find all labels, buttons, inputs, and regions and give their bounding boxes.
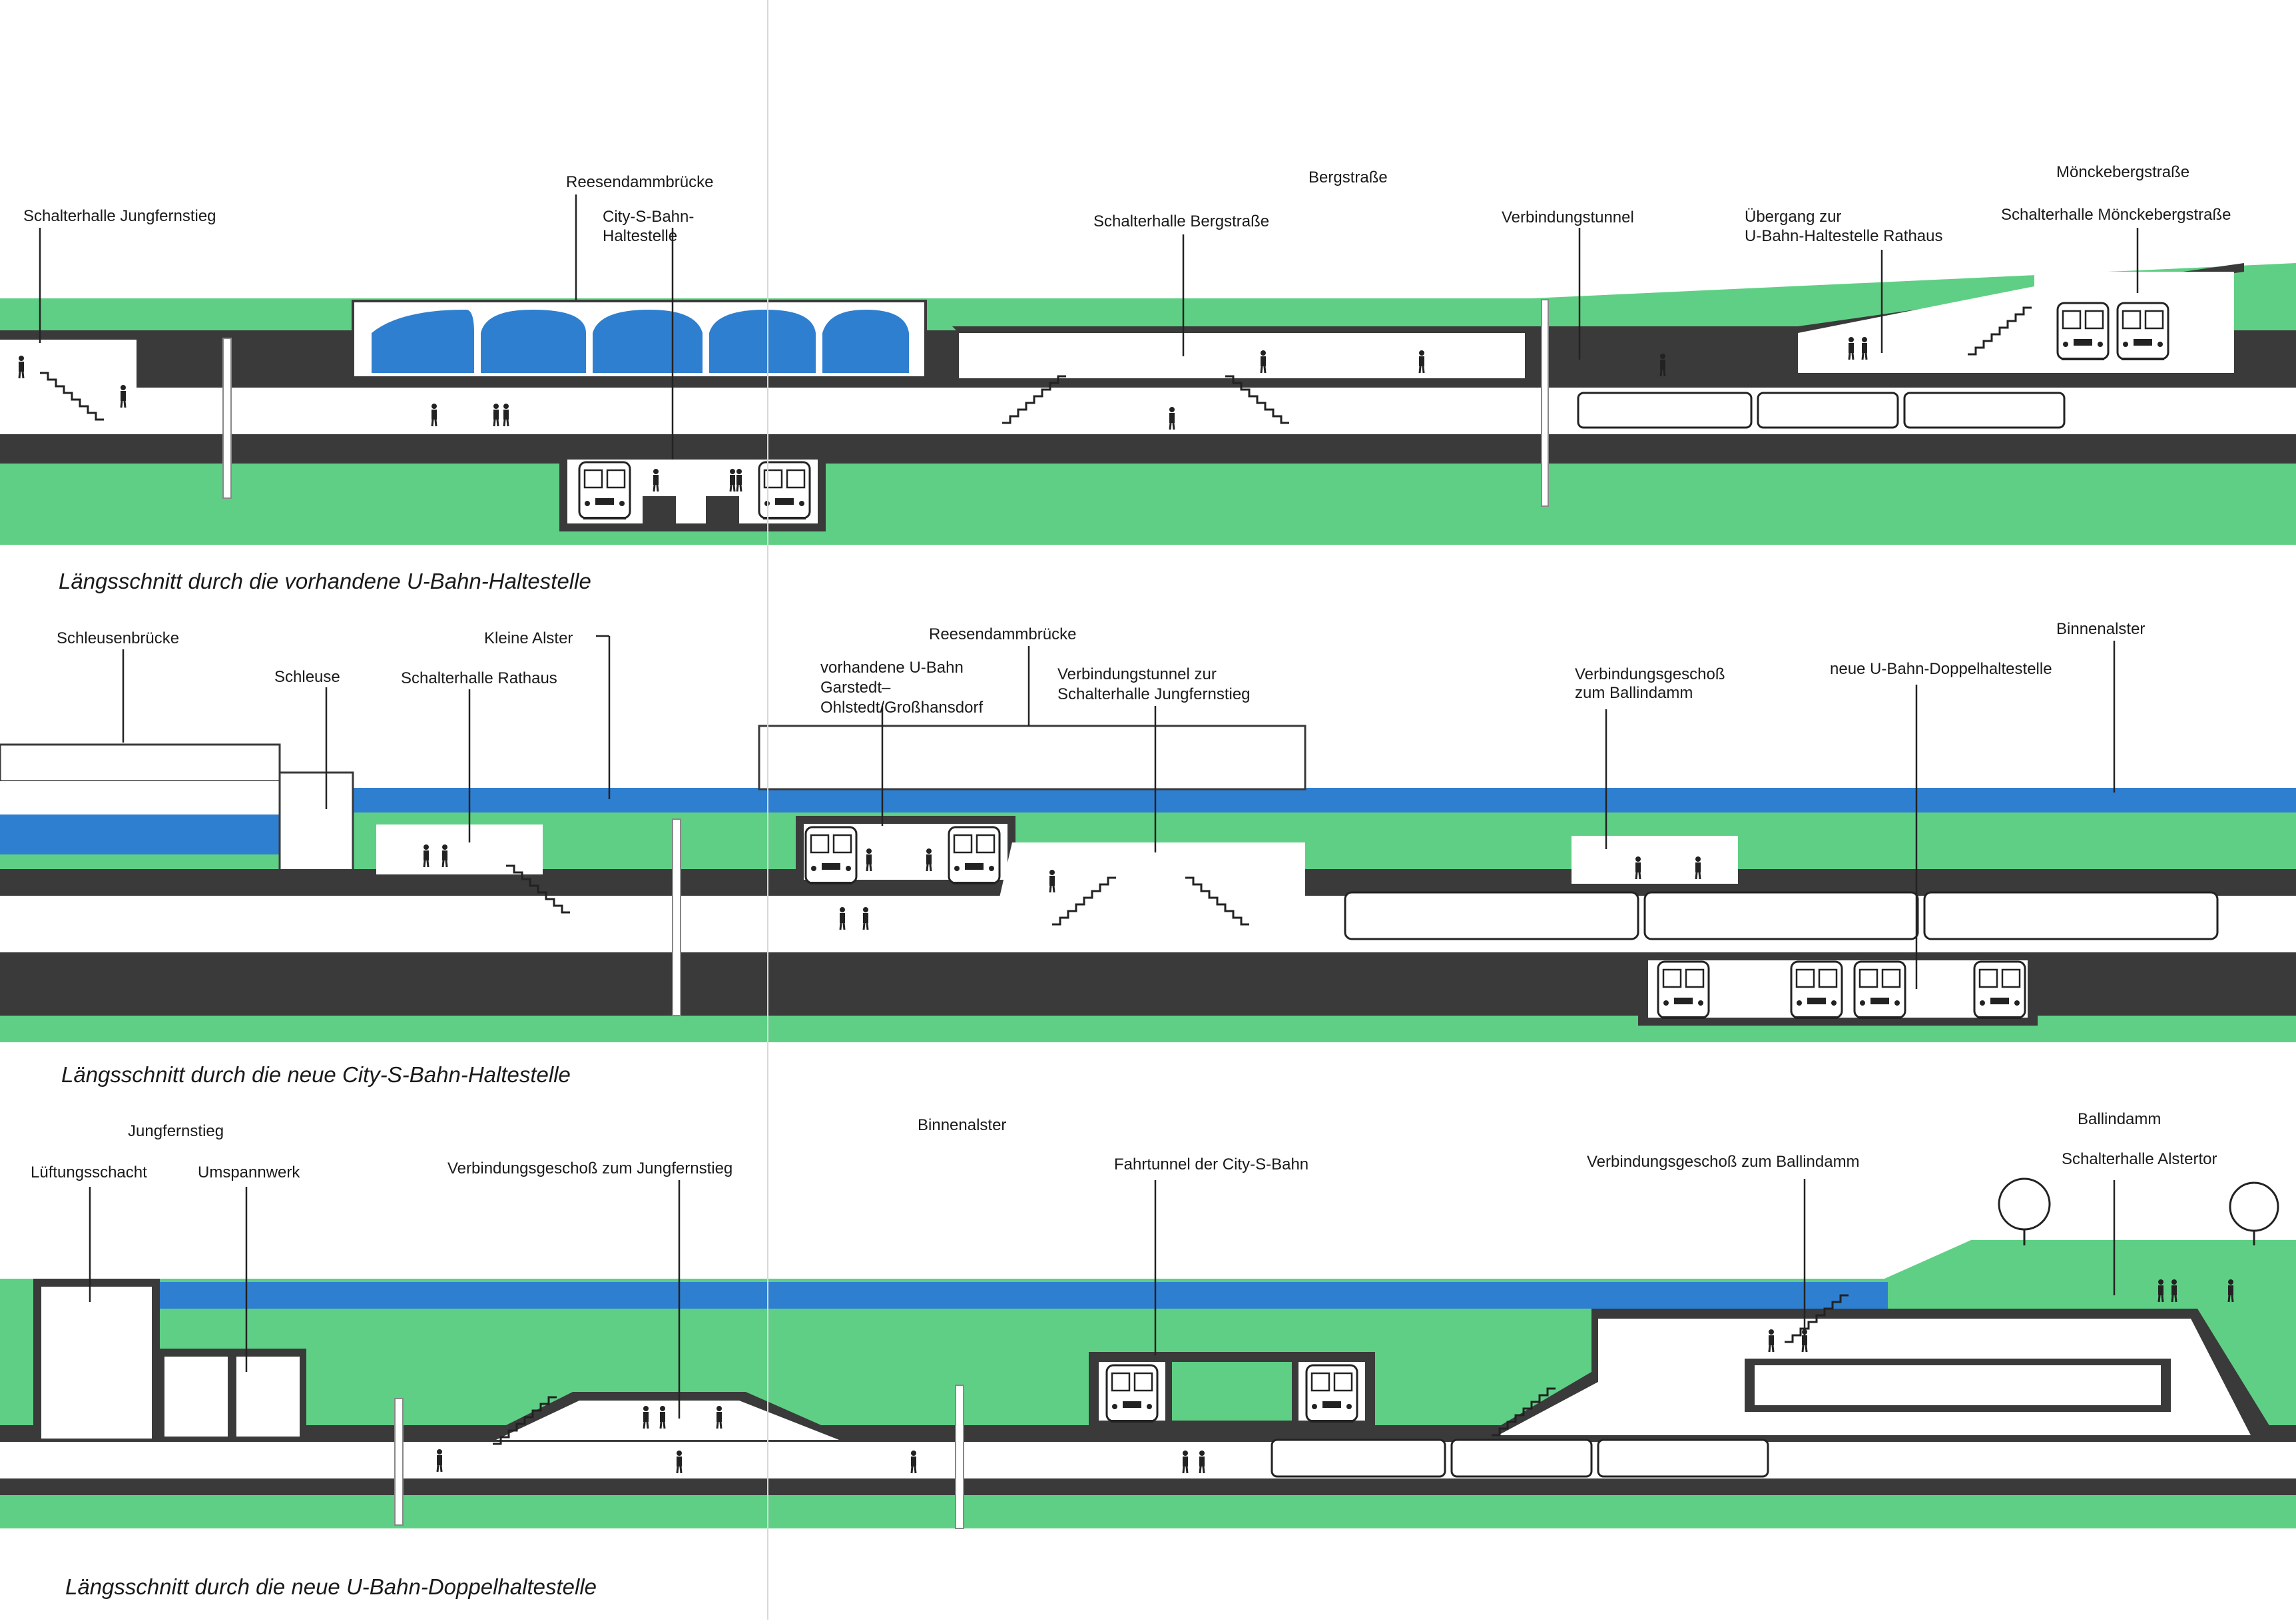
schleuse-structure	[278, 771, 354, 874]
leader-lines-1	[39, 194, 2139, 460]
label-verb-jungfernstieg: Verbindungsgeschoß zum Jungfernstieg	[447, 1159, 732, 1177]
ballindamm-level	[1572, 836, 1738, 884]
label-city-sbahn-1: City-S-Bahn-	[603, 208, 694, 226]
label-verb-tunnel-2: Schalterhalle Jungfernstieg	[1057, 685, 1251, 703]
schleusenbruecke	[0, 743, 281, 783]
label-bergstrasse-hall: Schalterhalle Bergstraße	[1093, 212, 1269, 230]
label-bergstrasse: Bergstraße	[1308, 168, 1388, 186]
rathaus-hall-room	[376, 824, 543, 874]
train-side-2	[1344, 891, 2219, 940]
reesendamm-bridge-2	[758, 725, 1306, 791]
bridge-water-arches	[372, 310, 909, 373]
water-band	[0, 788, 2296, 812]
platform-level	[0, 1442, 2296, 1478]
label-reesendamm-2: Reesendammbrücke	[929, 625, 1076, 643]
caption-section-3: Längsschnitt durch die neue U-Bahn-Doppe…	[65, 1574, 597, 1599]
label-moenckeberg-hall: Schalterhalle Mönckebergstraße	[2001, 206, 2231, 224]
label-umspannwerk: Umspannwerk	[198, 1163, 300, 1181]
label-fahrtunnel: Fahrtunnel der City-S-Bahn	[1114, 1155, 1308, 1173]
ground-slope	[1884, 1240, 2296, 1279]
label-verb-ballindamm: Verbindungsgeschoß zum Ballindamm	[1587, 1153, 1860, 1171]
label-ballindamm: Ballindamm	[2078, 1110, 2161, 1128]
section-2: Schleusenbrücke Schleuse Kleine Alster S…	[0, 620, 2296, 1087]
label-city-sbahn-2: Haltestelle	[603, 227, 677, 245]
section-1: Schalterhalle Jungfernstieg Reesendammbr…	[0, 163, 2296, 593]
label-rathaus-hall: Schalterhalle Rathaus	[401, 669, 557, 687]
train-side-1	[1577, 392, 2066, 429]
leader-lines-2	[122, 635, 2116, 989]
bergstrasse-hall-room	[959, 333, 1525, 378]
water-band	[156, 1282, 1888, 1309]
label-binnenalster-3: Binnenalster	[918, 1116, 1006, 1134]
label-vorhandene-3: Ohlstedt/Großhansdorf	[820, 699, 983, 717]
label-jungfernstieg: Jungfernstieg	[128, 1122, 224, 1140]
tree-left	[1998, 1177, 2051, 1245]
label-kleine-alster: Kleine Alster	[484, 629, 573, 647]
label-moenckeberg: Mönckebergstraße	[2056, 163, 2189, 181]
section-3: Jungfernstieg Lüftungsschacht Umspannwer…	[0, 1110, 2296, 1599]
label-verb-geschoss-1: Verbindungsgeschoß	[1575, 665, 1725, 683]
label-verb-tunnel-1: Verbindungstunnel zur	[1057, 665, 1217, 683]
label-alstertor-hall: Schalterhalle Alstertor	[2062, 1150, 2217, 1168]
label-verb-geschoss-2: zum Ballindamm	[1575, 684, 1693, 702]
leader-lines-3	[89, 1179, 2116, 1419]
caption-section-2: Längsschnitt durch die neue City-S-Bahn-…	[61, 1062, 571, 1087]
label-reesendamm: Reesendammbrücke	[566, 173, 713, 191]
label-schleusenbruecke: Schleusenbrücke	[57, 629, 179, 647]
train-side-3	[1271, 1439, 1769, 1478]
label-jungfernstieg-hall: Schalterhalle Jungfernstieg	[23, 207, 216, 225]
label-vorhandene-2: Garstedt–	[820, 679, 891, 697]
label-schleuse: Schleuse	[274, 668, 340, 686]
label-verbindungstunnel: Verbindungstunnel	[1502, 208, 1634, 226]
label-doppel: neue U-Bahn-Doppelhaltestelle	[1830, 660, 2052, 678]
label-uebergang-1: Übergang zur	[1745, 208, 1841, 226]
label-vorhandene-1: vorhandene U-Bahn	[820, 659, 964, 677]
label-uebergang-2: U-Bahn-Haltestelle Rathaus	[1745, 227, 1942, 245]
tree-right	[2229, 1181, 2279, 1245]
label-lueftung: Lüftungsschacht	[31, 1163, 147, 1181]
label-binnenalster: Binnenalster	[2056, 620, 2145, 638]
connecting-ramp	[992, 842, 1305, 929]
caption-section-1: Längsschnitt durch die vorhandene U-Bahn…	[59, 569, 591, 593]
